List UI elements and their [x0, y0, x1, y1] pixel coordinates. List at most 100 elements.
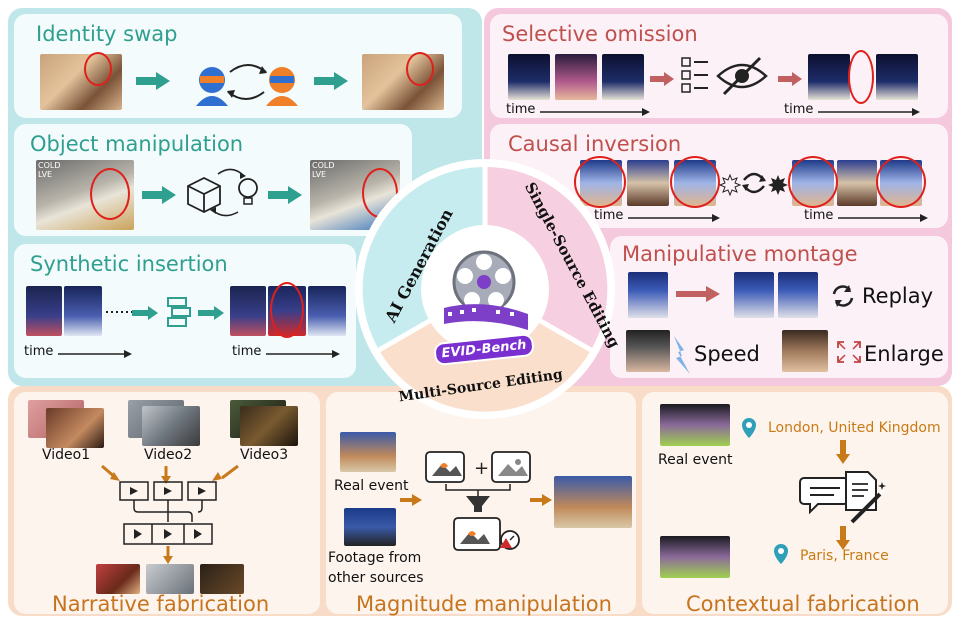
video2-frame [142, 406, 200, 446]
speed-frame [626, 330, 670, 372]
frame-caption-cold: COLD [38, 161, 61, 170]
teal-arrow [142, 186, 176, 204]
svg-text:+: + [474, 458, 489, 479]
ellipsis-connector [106, 311, 132, 313]
montage-source-frame [628, 272, 668, 318]
box-to-bulb-icon [187, 168, 258, 217]
performance-frame-2 [555, 54, 597, 100]
identity-swap-result-highlight [406, 52, 434, 86]
red-arrow [778, 72, 802, 86]
frame-caption-cold: COLD [312, 161, 335, 170]
omitted-frame-gap [848, 50, 874, 104]
magnitude-result-frame [554, 476, 632, 528]
time-axis-arrow [628, 214, 720, 222]
narrative-fabrication-title: Narrative fabrication [52, 592, 270, 616]
video1-frame [46, 408, 104, 448]
reaction-frame-2 [627, 160, 669, 206]
fake-location-label: Paris, France [800, 548, 889, 564]
object-manipulation-title: Object manipulation [30, 132, 244, 156]
time-axis-arrow [58, 350, 132, 358]
video1-label: Video1 [42, 447, 91, 463]
real-location-label: London, United Kingdom [768, 420, 941, 436]
orange-down-arrow [836, 440, 850, 464]
time-label: time [232, 344, 262, 359]
selective-omission-title: Selective omission [502, 22, 698, 46]
time-axis-arrow [540, 108, 650, 116]
manipulative-montage-title: Manipulative montage [622, 242, 858, 266]
narrative-result-frame-1 [96, 564, 140, 594]
cause-highlight [574, 156, 626, 208]
red-arrow [676, 286, 720, 302]
omission-checklist-icon [681, 56, 768, 96]
swap-order-icon [718, 172, 788, 197]
time-label: time [594, 208, 624, 223]
merge-funnel-icon: + [425, 451, 531, 551]
time-axis-arrow [838, 214, 928, 222]
inverted-effect-highlight [788, 156, 838, 208]
skating-result-frame-3 [308, 286, 346, 336]
video2-label: Video2 [144, 447, 193, 463]
omission-result-frame-1 [808, 54, 850, 100]
teal-arrow [132, 306, 158, 320]
speed-bolt-icon [674, 336, 690, 374]
replay-icon [832, 285, 854, 307]
speed-label: Speed [694, 342, 760, 366]
location-pin-icon [742, 418, 756, 438]
skating-frame-2 [64, 286, 102, 336]
footage-label-line2: other sources [328, 570, 424, 586]
contextual-fake-frame [660, 536, 730, 578]
skating-frame-1 [26, 286, 62, 336]
teal-arrow [136, 72, 170, 90]
contextual-real-event-label: Real event [658, 452, 733, 468]
montage-replay-frame-1 [734, 272, 774, 318]
time-label: time [784, 102, 814, 117]
enlarge-frame [782, 330, 828, 372]
inserted-person-highlight [270, 282, 304, 338]
orange-arrow [530, 494, 552, 506]
narrative-result-frame-2 [146, 564, 194, 594]
swap-faces-icon [196, 64, 298, 106]
time-axis-arrow [818, 108, 920, 116]
contextual-fabrication-title: Contextual fabrication [686, 592, 920, 616]
magnitude-manipulation-title: Magnitude manipulation [356, 592, 612, 616]
frame-caption-lve: LVE [312, 170, 327, 179]
object-highlight [90, 168, 130, 220]
narrative-flow-diagram [101, 464, 239, 564]
replay-label: Replay [862, 284, 934, 308]
identity-swap-title: Identity swap [36, 22, 178, 46]
location-pin-icon [774, 544, 788, 564]
causal-inversion-title: Causal inversion [508, 132, 682, 156]
enlarge-icon [837, 341, 861, 363]
time-label: time [804, 208, 834, 223]
real-event-label: Real event [334, 478, 409, 494]
enlarge-label: Enlarge [864, 342, 944, 366]
other-footage-frame [344, 508, 396, 546]
effect-highlight [670, 156, 720, 208]
identity-swap-face-highlight [84, 52, 112, 86]
performance-frame-3 [602, 54, 644, 100]
orange-arrow [400, 494, 422, 506]
teal-arrow [268, 186, 302, 204]
contextual-real-frame [660, 404, 730, 446]
time-axis-arrow [266, 350, 340, 358]
time-label: time [24, 344, 54, 359]
reaction-result-frame-2 [837, 160, 877, 206]
video3-label: Video3 [240, 447, 289, 463]
real-event-frame [340, 432, 396, 472]
footage-label-line1: Footage from [328, 550, 422, 566]
film-reel-logo [444, 250, 528, 330]
video3-frame [240, 406, 298, 446]
frame-caption-lve: LVE [38, 170, 53, 179]
skating-result-frame-1 [230, 286, 266, 336]
montage-replay-frame-2 [778, 272, 818, 318]
inverted-cause-highlight [876, 156, 926, 208]
orange-down-arrow [836, 526, 850, 550]
omission-result-frame-2 [876, 54, 918, 100]
red-arrow [650, 72, 674, 86]
narrative-result-frame-3 [200, 564, 244, 594]
insert-layers-icon [167, 297, 191, 327]
time-label: time [506, 102, 536, 117]
teal-arrow [198, 306, 224, 320]
synthetic-insertion-title: Synthetic insertion [30, 252, 228, 276]
teal-arrow [314, 72, 348, 90]
